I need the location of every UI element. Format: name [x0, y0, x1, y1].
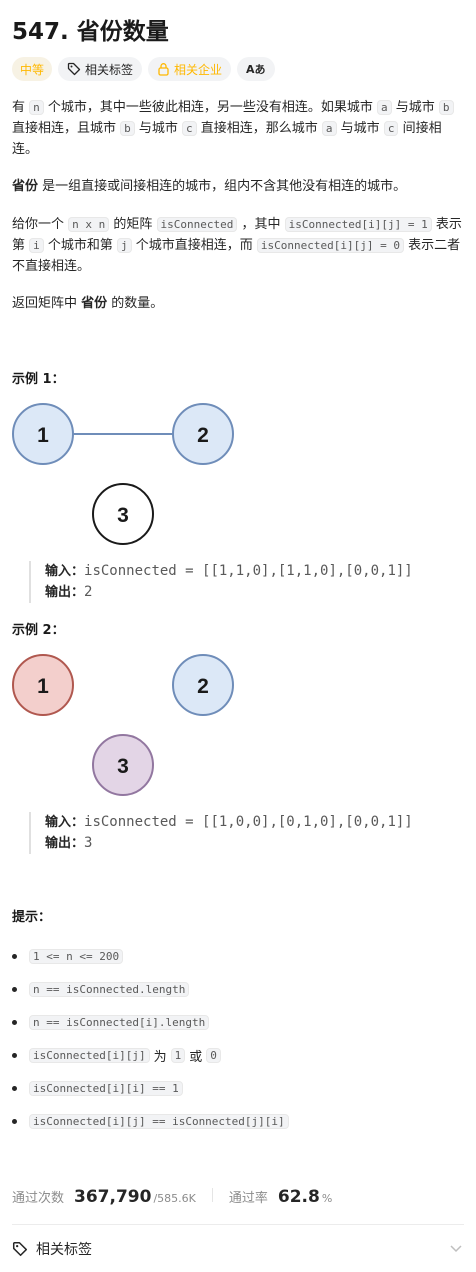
node-label-3: 3: [117, 504, 129, 527]
related-tags-section-label: 相关标签: [36, 1242, 92, 1258]
description-paragraph-1: 有 n 个城市，其中一些彼此相连，另一些没有相连。如果城市 a 与城市 b 直接…: [12, 97, 464, 160]
acceptance-rate-label: 通过率: [228, 1191, 268, 1206]
example-1-output: 2: [84, 584, 93, 600]
related-companies-label: 相关企业: [174, 62, 223, 77]
graph-node-3: [92, 483, 154, 545]
example-2-heading: 示例 2：: [12, 623, 65, 638]
accepted-count: 367,790: [74, 1187, 152, 1207]
example-1-heading: 示例 1：: [12, 372, 65, 387]
example-1-input: isConnected = [[1,1,0],[1,1,0],[0,0,1]]: [84, 563, 413, 579]
node-label-2: 2: [197, 675, 209, 698]
node-label-1: 1: [37, 424, 49, 447]
accepted-label: 通过次数: [12, 1191, 65, 1206]
tag-icon: [67, 62, 81, 76]
acceptance-rate-unit: %: [321, 1192, 333, 1205]
node-label-1: 1: [37, 675, 49, 698]
problem-title: 547. 省份数量: [12, 19, 169, 45]
graph-node-1: [12, 654, 74, 716]
translate-button[interactable]: Aあ: [237, 57, 275, 81]
description-paragraph-3: 给你一个 n x n 的矩阵 isConnected ，其中 isConnect…: [12, 217, 462, 274]
related-tags-button[interactable]: 相关标签: [58, 57, 143, 81]
graph-node-3: [92, 734, 154, 796]
constraint-item: isConnected[i][i] == 1: [12, 1072, 464, 1105]
tag-bar: 中等 相关标签 相关企业 Aあ: [12, 57, 275, 81]
graph-node-2: [172, 654, 234, 716]
example-2-input: isConnected = [[1,0,0],[0,1,0],[0,0,1]]: [84, 814, 413, 830]
description-paragraph-2: 省份 是一组直接或间接相连的城市，组内不含其他没有相连的城市。: [12, 179, 407, 194]
constraint-item: n == isConnected[i].length: [12, 1006, 464, 1039]
acceptance-rate: 62.8: [277, 1187, 320, 1207]
divider: [12, 1224, 464, 1225]
example-2-io: 输入：isConnected = [[1,0,0],[0,1,0],[0,0,1…: [29, 812, 413, 854]
graph-node-1: [12, 403, 74, 465]
related-tags-section[interactable]: 相关标签: [12, 1236, 464, 1262]
submission-stats: 通过次数 367,790 /585.6K 通过率 62.8 %: [12, 1187, 332, 1207]
node-label-2: 2: [197, 424, 209, 447]
example-2-graph: 1 2 3: [12, 654, 234, 796]
submission-count: /585.6K: [153, 1192, 196, 1205]
description-paragraph-4: 返回矩阵中 省份 的数量。: [12, 296, 164, 311]
constraints-list: 1 <= n <= 200 n == isConnected.length n …: [12, 940, 464, 1138]
lock-icon: [158, 63, 169, 76]
related-tags-label: 相关标签: [85, 62, 134, 77]
example-1-graph: 1 2 3: [12, 403, 234, 545]
constraint-item: 1 <= n <= 200: [12, 940, 464, 973]
constraint-item: isConnected[i][j] == isConnected[j][i]: [12, 1105, 464, 1138]
constraints-heading: 提示：: [12, 910, 52, 925]
example-2-output: 3: [84, 835, 93, 851]
translate-icon: Aあ: [246, 63, 266, 76]
related-companies-button[interactable]: 相关企业: [148, 57, 232, 81]
difficulty-badge: 中等: [12, 57, 53, 81]
constraint-item: n == isConnected.length: [12, 973, 464, 1006]
node-label-3: 3: [117, 755, 129, 778]
chevron-down-icon[interactable]: [448, 1240, 464, 1256]
tag-icon: [12, 1241, 28, 1257]
example-1-io: 输入：isConnected = [[1,1,0],[1,1,0],[0,0,1…: [29, 561, 413, 603]
graph-node-2: [172, 403, 234, 465]
